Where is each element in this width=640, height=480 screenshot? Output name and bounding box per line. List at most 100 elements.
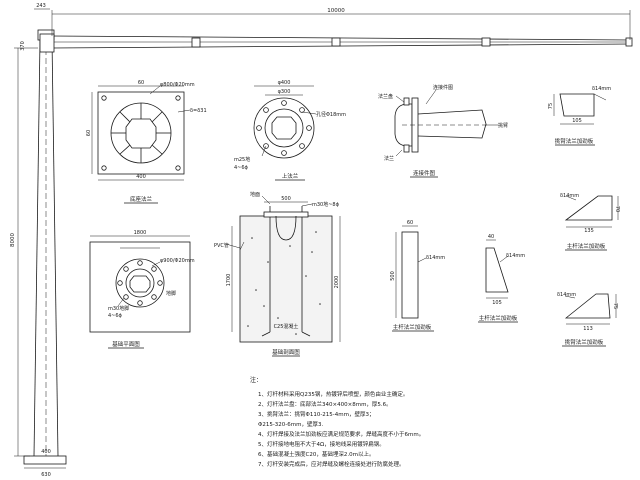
ring-dim-outer: φ400 <box>278 80 291 86</box>
pole-left-edge <box>33 39 41 457</box>
ring-leader-2 <box>261 145 267 157</box>
stiffener-main-dim-w: 60 <box>407 220 413 226</box>
foundation-pipe-label: PVC管 <box>214 242 229 249</box>
foundation-leader-pipe <box>225 243 241 249</box>
flange-octagon <box>125 118 157 149</box>
note-line: 1、灯杆材料采用Q235钢，热镀锌后喷塑，颜色由业主确定。 <box>258 390 408 398</box>
rib1-shape <box>559 93 595 117</box>
base-plan-ring-inner <box>125 268 155 298</box>
rib-plate-3: δ14mm 75 113 挑臂法兰加劲板 <box>557 292 618 347</box>
arm-end <box>625 37 633 47</box>
arm-bottom-edge <box>51 43 631 49</box>
rib2-dim-w: 135 <box>584 228 594 234</box>
bolt-hole <box>263 107 269 113</box>
stiffener-main-label: δ14mm <box>426 255 445 261</box>
rib2-title: 主杆法兰加劲板 <box>567 242 606 250</box>
arm-top-edge <box>51 35 631 41</box>
rib3-title: 挑臂法兰加劲板 <box>565 338 604 346</box>
bolt-hole <box>175 95 181 101</box>
rib3-shape <box>564 293 611 319</box>
anchor-hook-right <box>301 331 311 337</box>
note-line: 2、灯杆法兰盘：底部法兰340×400×8mm，厚5.6。 <box>258 400 392 408</box>
stiffener-small-leader <box>499 255 509 263</box>
bolt-hole <box>281 100 287 106</box>
anchor-top-plate <box>263 211 309 218</box>
connector-detail: 法兰盘 连接件图 挑臂 法兰 连接件图 <box>378 84 508 178</box>
base-plan-ring-outer <box>115 258 165 308</box>
dim-base-dia1: 400 <box>41 449 51 455</box>
foundation-dim-left: 1700 <box>226 274 232 287</box>
rib-plate-2: δ14mm 70 135 主杆法兰加劲板 <box>560 193 620 251</box>
bolt <box>403 97 410 106</box>
ring-outer <box>253 97 315 159</box>
flange-plate <box>97 91 185 175</box>
ring-flange-plan: φ400 φ300 孔径Φ18mm m25地 4~6ϕ 上法兰 <box>234 80 346 181</box>
ring-bolt-label: m25地 <box>234 156 250 163</box>
base-plan-bolts <box>117 260 163 306</box>
notes-block: 注： 1、灯杆材料采用Q235钢，热镀锌后喷塑，颜色由业主确定。 2、灯杆法兰盘… <box>250 376 424 468</box>
rib3-label: δ14mm <box>557 292 576 298</box>
rib2-shape <box>564 195 613 221</box>
bolt-hole <box>175 165 181 171</box>
foundation-concrete <box>239 215 333 343</box>
base-flange-plan: 60 60 400 φ800/Φ20mm δ=δ31 底座法兰 <box>86 80 207 204</box>
bolt-hole <box>137 300 143 306</box>
foundation-leader-bolt <box>301 203 313 207</box>
rib-plate-1: δ14mm 75 105 挑臂法兰加劲板 <box>548 86 611 146</box>
note-line: 7、灯杆安装完成后，应对焊缝及螺栓连接处进行防腐处理。 <box>258 460 405 468</box>
dim-base-dia2: 630 <box>41 472 51 478</box>
rib1-title: 挑臂法兰加劲板 <box>555 137 594 145</box>
rib2-label: δ14mm <box>560 193 579 199</box>
bolt-hole <box>151 266 157 272</box>
bracket-label-mid: 连接件图 <box>433 84 453 91</box>
stiffener-small-dim-top: 40 <box>488 234 494 240</box>
flange-dim-bottom: 400 <box>136 174 146 180</box>
base-plan-leader-1 <box>151 261 161 267</box>
foundation-leader-grade <box>261 195 271 205</box>
flange-dim-side: 60 <box>86 130 92 136</box>
bolt-hole <box>117 280 123 286</box>
stiffener-main-shape <box>401 231 419 319</box>
pole-base-plate <box>23 455 67 465</box>
stiffener-main-title: 主杆法兰加劲板 <box>393 323 432 331</box>
bolt-hole <box>123 266 129 272</box>
base-plan-leader-2 <box>117 297 125 307</box>
base-plan-title: 基础平面图 <box>112 340 140 348</box>
pole-right-edge <box>51 39 59 457</box>
bolt-hole <box>299 107 305 113</box>
rib3-dim-h: 75 <box>612 303 618 309</box>
bolt-hole <box>137 260 143 266</box>
stiffener-small-title: 主杆法兰加劲板 <box>479 314 518 322</box>
stiffener-small-label: δ14mm <box>506 253 525 259</box>
rib2-dim-h: 70 <box>614 206 620 212</box>
base-plan-bolt-label-2: 4~6ϕ <box>108 313 123 319</box>
bolt-hole <box>101 165 107 171</box>
stiffener-small: 40 δ14mm 105 主杆法兰加劲板 <box>478 234 525 323</box>
ring-bolt-label-2: 4~6ϕ <box>234 165 249 171</box>
flange-dim-top: 60 <box>138 80 144 86</box>
bolt-hole <box>101 95 107 101</box>
bolt <box>403 144 410 153</box>
pipe-left-hint <box>239 241 245 251</box>
ring-hole-label: 孔径Φ18mm <box>316 111 346 118</box>
arm-joint-3 <box>481 37 491 47</box>
base-plan-octagon <box>129 275 151 293</box>
flange-bolt-holes <box>101 95 181 171</box>
note-line: 5、灯杆接地电阻不大于4Ω，接地线采用镀锌扁钢。 <box>258 440 385 448</box>
flange-circle-label: φ800/Φ20mm <box>160 82 195 88</box>
foundation-bolt-label: m30地~8ϕ <box>312 201 340 208</box>
dim-height-text: 8000 <box>10 233 16 247</box>
bolt-hole <box>157 280 163 286</box>
anchor-hook-left <box>261 331 271 337</box>
stiffener-small-dim-w: 105 <box>492 300 502 306</box>
base-plan-circle-label: φ900/Φ20mm <box>160 258 195 264</box>
foundation-grade-label: 地面 <box>250 191 260 198</box>
flange-leader-2 <box>177 109 191 113</box>
bracket-title: 连接件图 <box>413 169 436 177</box>
rib1-leader <box>593 93 607 101</box>
ring-octagon <box>271 116 297 140</box>
bracket-label-top: 法兰盘 <box>378 93 393 100</box>
ring-leader-1 <box>301 111 317 115</box>
ring-title: 上法兰 <box>282 172 299 180</box>
